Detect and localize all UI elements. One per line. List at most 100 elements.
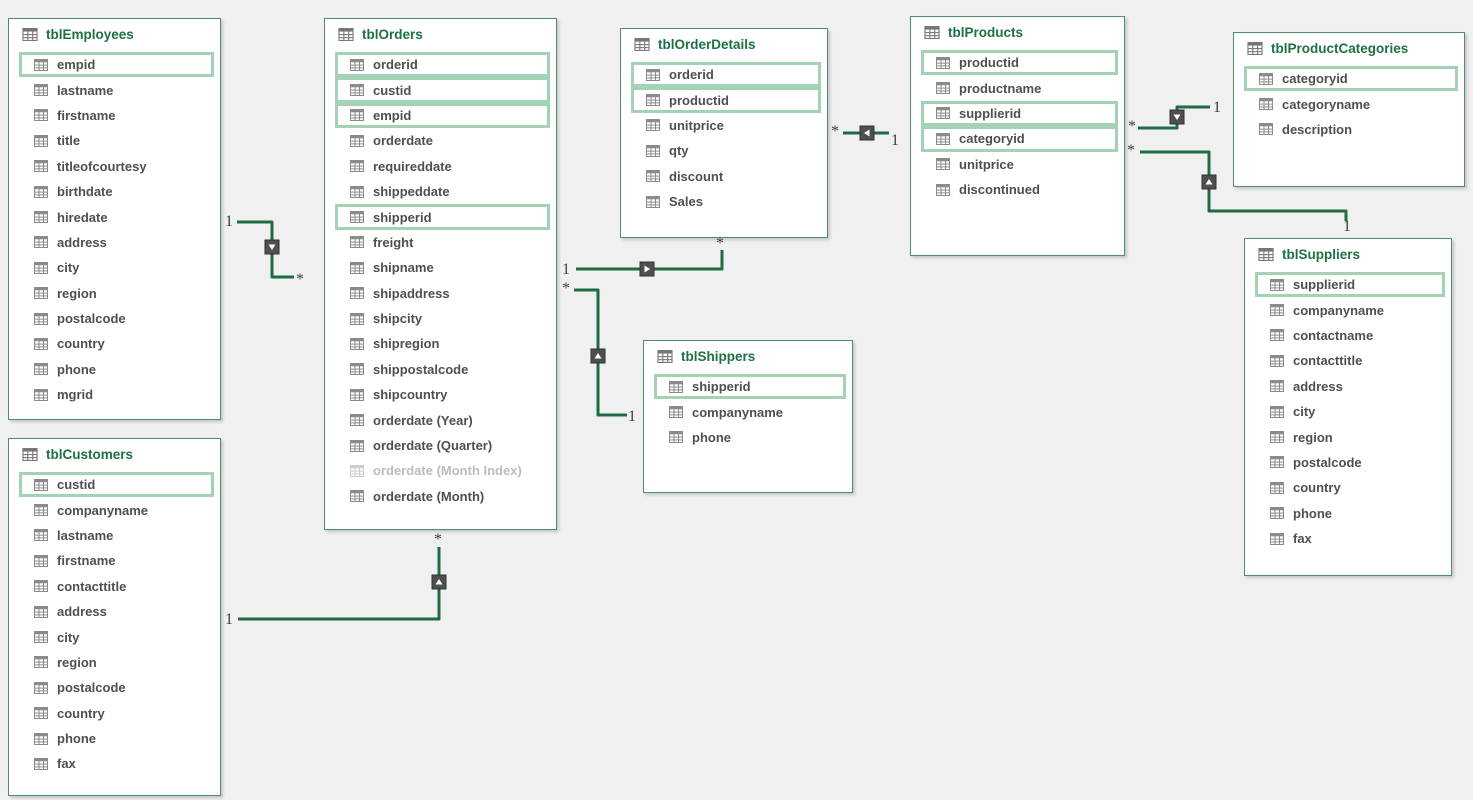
field-row[interactable]: unitprice: [921, 152, 1118, 177]
field-row[interactable]: postalcode: [19, 306, 214, 331]
field-row[interactable]: orderdate (Quarter): [335, 433, 550, 458]
field-row[interactable]: contacttitle: [19, 574, 214, 599]
relationship-direction-marker[interactable]: [264, 239, 280, 255]
relationship-direction-marker[interactable]: [590, 348, 606, 364]
table-header[interactable]: tblProducts: [911, 17, 1124, 47]
field-row[interactable]: supplierid: [1255, 272, 1445, 298]
field-row[interactable]: orderid: [335, 52, 550, 78]
field-icon: [34, 337, 48, 350]
field-row[interactable]: city: [19, 624, 214, 649]
field-row[interactable]: empid: [19, 52, 214, 78]
field-row[interactable]: empid: [335, 102, 550, 129]
relationship-direction-marker[interactable]: [859, 125, 875, 141]
field-row[interactable]: phone: [19, 726, 214, 751]
field-row[interactable]: productid: [921, 50, 1118, 76]
field-row[interactable]: postalcode: [1255, 450, 1445, 475]
table-header[interactable]: tblEmployees: [9, 19, 220, 49]
relationship-direction-marker[interactable]: [1201, 174, 1217, 190]
field-row[interactable]: qty: [631, 138, 821, 163]
field-row[interactable]: productid: [631, 87, 821, 113]
field-row[interactable]: fax: [1255, 526, 1445, 551]
field-row[interactable]: productname: [921, 75, 1118, 100]
field-row[interactable]: discontinued: [921, 177, 1118, 202]
field-row[interactable]: birthdate: [19, 179, 214, 204]
field-row[interactable]: mgrid: [19, 382, 214, 407]
field-row[interactable]: categoryid: [1244, 66, 1458, 92]
table-header[interactable]: tblOrders: [325, 19, 556, 49]
field-row[interactable]: supplierid: [921, 100, 1118, 127]
field-row[interactable]: shippeddate: [335, 179, 550, 204]
table-header[interactable]: tblCustomers: [9, 439, 220, 469]
field-row[interactable]: region: [1255, 424, 1445, 449]
field-row[interactable]: shipname: [335, 255, 550, 280]
field-row[interactable]: orderdate (Month Index): [335, 458, 550, 483]
table-header[interactable]: tblProductCategories: [1234, 33, 1464, 63]
field-row[interactable]: discount: [631, 164, 821, 189]
relationship-line-tblProducts-tblSuppliers[interactable]: [1140, 150, 1348, 221]
field-row[interactable]: address: [19, 599, 214, 624]
field-row[interactable]: contactname: [1255, 323, 1445, 348]
field-row[interactable]: region: [19, 650, 214, 675]
table-header[interactable]: tblOrderDetails: [621, 29, 827, 59]
relationship-direction-marker[interactable]: [431, 574, 447, 590]
field-row[interactable]: Sales: [631, 189, 821, 214]
relationship-direction-marker[interactable]: [639, 261, 655, 277]
field-row[interactable]: contacttitle: [1255, 348, 1445, 373]
field-row[interactable]: custid: [19, 472, 214, 498]
field-row[interactable]: shipcity: [335, 306, 550, 331]
field-row[interactable]: country: [19, 331, 214, 356]
field-row[interactable]: unitprice: [631, 113, 821, 138]
relationship-direction-marker[interactable]: [1169, 109, 1185, 125]
field-row[interactable]: country: [19, 701, 214, 726]
field-row[interactable]: phone: [1255, 501, 1445, 526]
field-row[interactable]: shipregion: [335, 331, 550, 356]
field-row[interactable]: custid: [335, 77, 550, 103]
relationship-line-tblOrders-tblOrderDetails[interactable]: [576, 250, 724, 271]
field-row[interactable]: shipcountry: [335, 382, 550, 407]
field-row[interactable]: companyname: [654, 399, 846, 424]
field-row[interactable]: titleofcourtesy: [19, 154, 214, 179]
field-row[interactable]: address: [1255, 374, 1445, 399]
field-row[interactable]: title: [19, 128, 214, 153]
field-row[interactable]: shipperid: [335, 204, 550, 230]
field-row[interactable]: description: [1244, 117, 1458, 142]
field-row[interactable]: companyname: [1255, 297, 1445, 322]
field-row[interactable]: country: [1255, 475, 1445, 500]
field-row[interactable]: city: [1255, 399, 1445, 424]
field-row[interactable]: fax: [19, 751, 214, 776]
field-row[interactable]: categoryname: [1244, 91, 1458, 116]
field-row[interactable]: companyname: [19, 497, 214, 522]
field-row[interactable]: region: [19, 281, 214, 306]
field-row[interactable]: freight: [335, 230, 550, 255]
field-row[interactable]: postalcode: [19, 675, 214, 700]
field-row[interactable]: shippostalcode: [335, 357, 550, 382]
field-row[interactable]: hiredate: [19, 204, 214, 229]
field-row[interactable]: firstname: [19, 103, 214, 128]
field-row[interactable]: requireddate: [335, 154, 550, 179]
field-row[interactable]: phone: [654, 425, 846, 450]
field-row[interactable]: shipperid: [654, 374, 846, 400]
field-row[interactable]: phone: [19, 357, 214, 382]
relationship-line-tblCustomers-tblOrders[interactable]: [238, 547, 441, 621]
table-header[interactable]: tblShippers: [644, 341, 852, 371]
field-row[interactable]: address: [19, 230, 214, 255]
field-row[interactable]: lastname: [19, 77, 214, 102]
field-row[interactable]: orderdate (Month): [335, 484, 550, 509]
field-row[interactable]: orderdate: [335, 128, 550, 153]
field-row[interactable]: orderdate (Year): [335, 407, 550, 432]
field-row[interactable]: firstname: [19, 548, 214, 573]
field-row[interactable]: orderid: [631, 62, 821, 88]
field-row[interactable]: lastname: [19, 523, 214, 548]
field-row[interactable]: shipaddress: [335, 281, 550, 306]
field-row[interactable]: city: [19, 255, 214, 280]
field-row[interactable]: categoryid: [921, 126, 1118, 152]
table-header[interactable]: tblSuppliers: [1245, 239, 1451, 269]
